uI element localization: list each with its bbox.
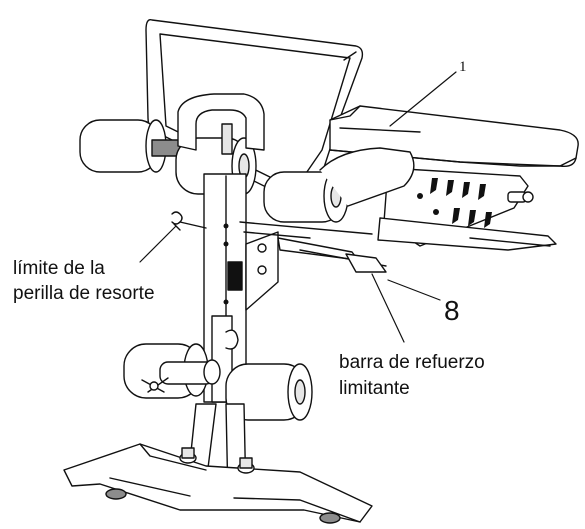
adjust-slots	[417, 178, 492, 228]
label-spring-knob-limit-line2: perilla de resorte	[13, 283, 155, 304]
rear-rail	[377, 217, 557, 251]
limiting-brace-bar	[239, 221, 387, 273]
callout-part-1: 1	[459, 59, 467, 75]
lower-roller-axle	[141, 359, 221, 393]
spring-knob	[171, 211, 207, 231]
base-frame	[63, 443, 373, 524]
callout-part-8: 8	[444, 295, 460, 326]
pad-holder-yoke	[177, 93, 265, 155]
leader-lines	[139, 71, 457, 343]
lower-roller-right	[225, 363, 313, 421]
label-brace-bar-line2: limitante	[339, 378, 410, 399]
upper-leg-roller-left	[79, 119, 181, 173]
leader-spring-knob	[139, 225, 177, 263]
label-spring-knob-limit-line1: límite de la	[13, 258, 105, 279]
leader-part-1	[389, 71, 457, 127]
leader-part-8	[387, 279, 441, 301]
leader-brace-bar	[371, 273, 405, 343]
label-brace-bar-line1: barra de refuerzo	[339, 352, 485, 373]
seat-front-roller	[263, 147, 415, 223]
side-plate-bracket	[245, 231, 279, 311]
